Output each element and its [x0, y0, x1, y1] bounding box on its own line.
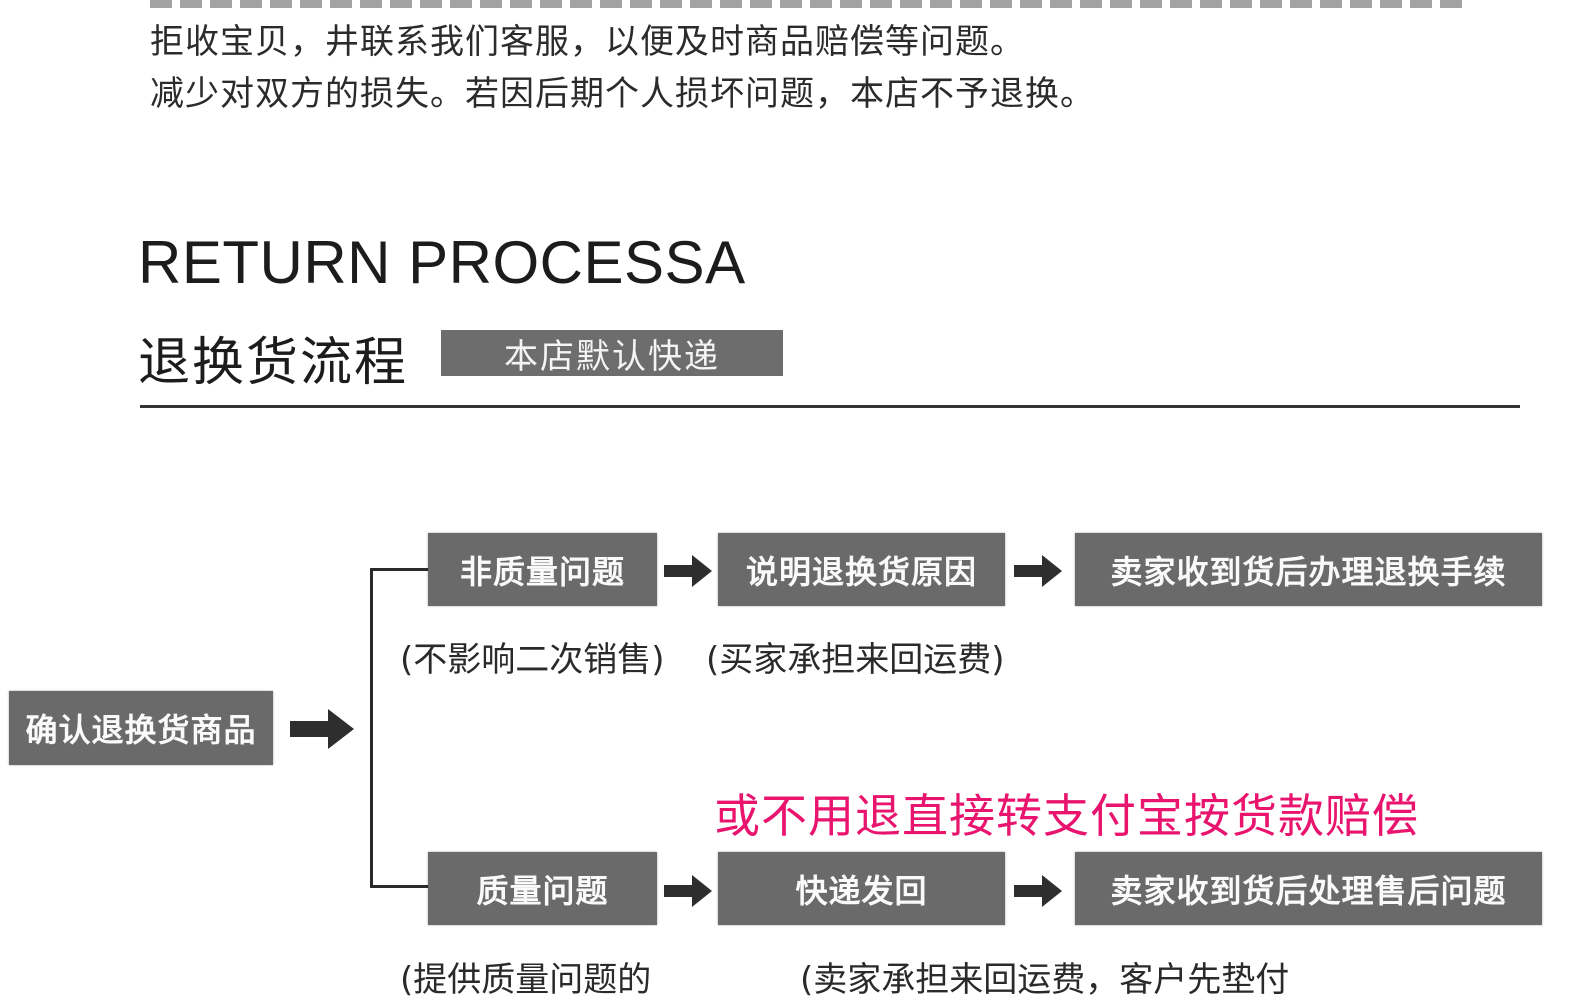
branch-bracket-bottom	[370, 885, 428, 888]
arrow-right-icon	[664, 875, 712, 907]
arrow-right-icon	[1014, 875, 1062, 907]
notice-line-2: 减少对双方的损失。若因后期个人损坏问题，本店不予退换。	[150, 74, 1095, 114]
arrow-right-icon	[664, 555, 712, 587]
section-title-en: RETURN PROCESSA	[138, 229, 746, 296]
clipped-notice-line	[150, 0, 1470, 8]
non-quality-note: (不影响二次销售)	[400, 640, 665, 680]
branch-bracket-top	[370, 568, 428, 571]
compensation-promo-text: 或不用退直接转支付宝按货款赔偿	[714, 789, 1419, 843]
section-title-zh: 退换货流程	[138, 333, 409, 393]
flow-process-exchange-box: 卖家收到货后办理退换手续	[1075, 533, 1542, 606]
default-courier-badge: 本店默认快递	[441, 330, 783, 377]
flow-quality-box: 质量问题	[428, 852, 657, 925]
flow-explain-reason-box: 说明退换货原因	[718, 533, 1005, 606]
arrow-right-icon	[290, 709, 354, 749]
seller-shipping-note: (卖家承担来回运费，客户先垫付	[800, 960, 1290, 1000]
notice-line-1: 拒收宝贝，井联系我们客服，以便及时商品赔偿等问题。	[150, 22, 1025, 62]
flow-after-sales-box: 卖家收到货后处理售后问题	[1075, 852, 1542, 925]
section-divider	[140, 405, 1520, 408]
flow-ship-back-box: 快递发回	[718, 852, 1005, 925]
branch-bracket-vertical	[370, 568, 373, 888]
buyer-shipping-note: (买家承担来回运费)	[706, 640, 1005, 680]
flow-start-box: 确认退换货商品	[9, 691, 273, 765]
arrow-right-icon	[1014, 555, 1062, 587]
flow-non-quality-box: 非质量问题	[428, 533, 657, 606]
quality-proof-note: (提供质量问题的	[400, 960, 652, 1000]
